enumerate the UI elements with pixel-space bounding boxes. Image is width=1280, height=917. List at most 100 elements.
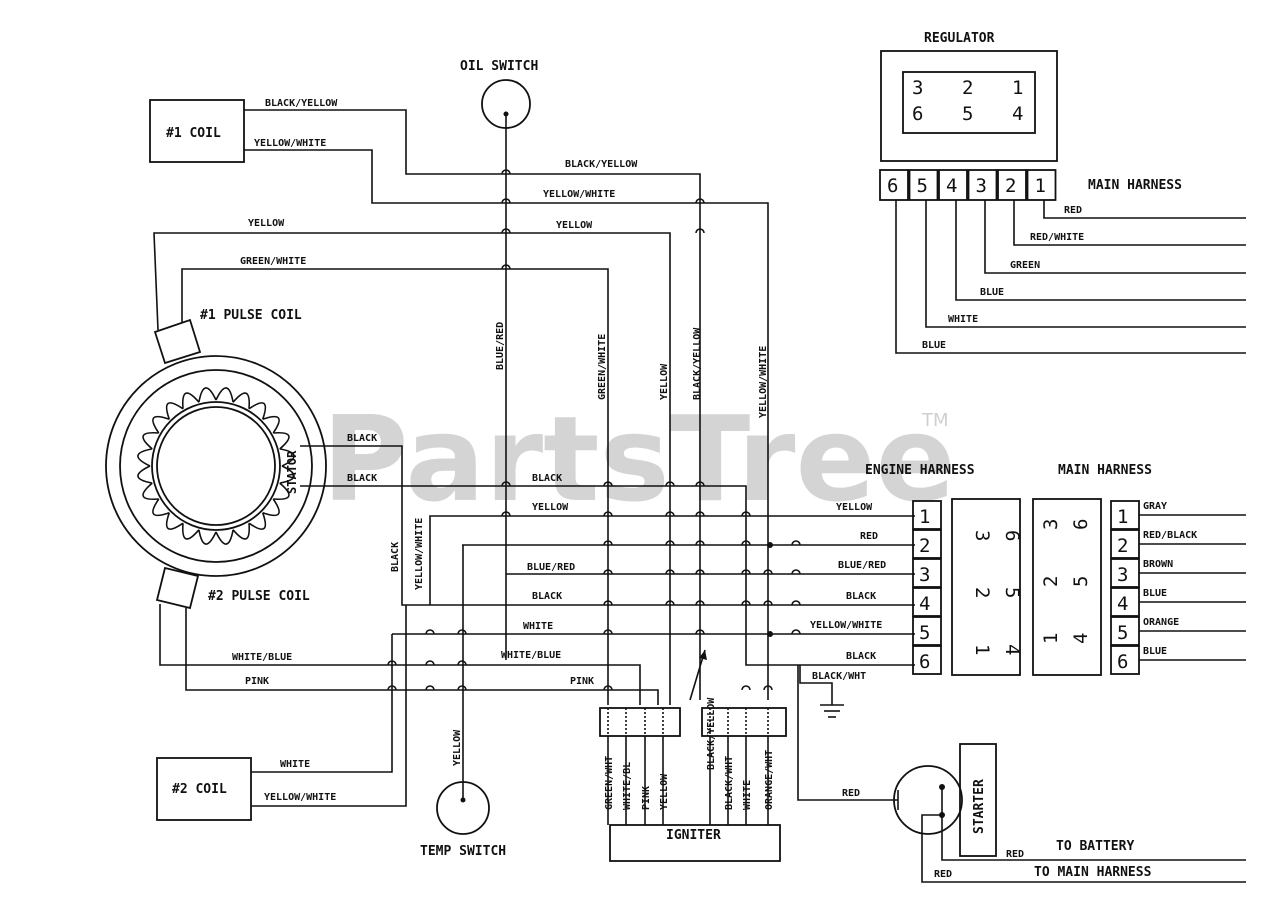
to-battery-label: TO BATTERY <box>1056 839 1134 854</box>
wire-label: BLUE/RED <box>495 322 506 370</box>
wire-hop <box>501 481 511 487</box>
oil-switch-label: OIL SWITCH <box>460 59 538 74</box>
igniter-wire-label: WHITE <box>742 780 753 810</box>
wire-label: PINK <box>245 676 269 687</box>
wire-label: PINK <box>570 676 594 687</box>
wire-label: YELLOW <box>532 502 569 513</box>
regulator-connector-number: 1 <box>1035 175 1046 197</box>
regulator-harness-wire-label: GREEN <box>1010 260 1040 271</box>
regulator-pin: 4 <box>1012 103 1023 125</box>
wire-hop <box>741 600 751 606</box>
igniter-wire-label: ORANGE/WHT <box>764 750 775 810</box>
watermark-tm: TM <box>921 410 949 431</box>
wire-hop <box>763 685 773 691</box>
wire-hop <box>501 264 511 270</box>
stator-winding <box>262 415 280 434</box>
watermark-brand: PartsTree <box>322 390 956 528</box>
stator: STATOR <box>105 355 327 577</box>
regulator-harness-wire-label: RED <box>1064 205 1082 216</box>
regulator-connector-pin <box>1026 169 1057 201</box>
main-harness-pin-number: 3 <box>1117 564 1128 586</box>
regulator-connector-number: 6 <box>887 175 898 197</box>
wire-label: BLACK <box>347 433 377 444</box>
wire-label: YELLOW <box>556 220 593 231</box>
starter: STARTER <box>959 743 997 857</box>
stator-winding <box>181 523 200 540</box>
regulator-connector-number: 2 <box>1005 175 1016 197</box>
wire-hop <box>603 629 613 635</box>
wire-hop <box>603 569 613 575</box>
engine-harness-pin-number: 3 <box>919 564 930 586</box>
junction-dots <box>767 542 773 637</box>
stator-winding <box>142 482 159 501</box>
regulator-harness-wire-label: BLUE <box>922 340 946 351</box>
wire-hop <box>501 511 511 517</box>
wire-hop <box>425 685 435 691</box>
wire-hop <box>695 511 705 517</box>
regulator-connector-number: 5 <box>917 175 928 197</box>
wire-hop <box>665 600 675 606</box>
regulator-connector-pin <box>908 169 939 201</box>
plug-main-number: 5 <box>1070 576 1092 587</box>
wire-label: BLACK <box>347 473 377 484</box>
stator-winding <box>152 415 170 434</box>
wire-hop <box>501 228 511 234</box>
stator-winding <box>248 512 267 530</box>
wire-hop <box>457 685 467 691</box>
plug-engine-number: 2 <box>971 587 993 598</box>
stator-winding <box>198 387 217 403</box>
wire-hop <box>741 511 751 517</box>
wire-label: BLACK/YELLOW <box>265 98 338 109</box>
main-harness-pin-number: 1 <box>1117 506 1128 528</box>
wire-hop <box>665 481 675 487</box>
regulator-connector-number: 4 <box>946 175 957 197</box>
wire-label: YELLOW <box>452 729 463 766</box>
regulator-pin: 3 <box>912 77 923 99</box>
engine-harness-pins: 1YELLOW2RED3BLUE/RED4BLACK5YELLOW/WHITE6… <box>810 500 942 675</box>
regulator-pin: 2 <box>962 77 973 99</box>
wire-hop <box>695 228 705 234</box>
regulator-harness-wire <box>1043 200 1246 219</box>
wire-hop <box>695 481 705 487</box>
main-harness-top-label: MAIN HARNESS <box>1088 178 1182 193</box>
wire-label: BLUE/RED <box>527 562 575 573</box>
wire-label: WHITE/BLUE <box>501 650 561 661</box>
coil-1-label: #1 COIL <box>166 126 221 141</box>
pulse-coil-1: #1 PULSE COIL <box>153 308 302 365</box>
temp-switch: TEMP SWITCH YELLOW <box>420 545 506 859</box>
pulse-coil-2-label: #2 PULSE COIL <box>208 589 310 604</box>
starter-label: STARTER <box>972 779 987 834</box>
main-harness-pin-number: 4 <box>1117 593 1128 615</box>
wire-hop <box>741 569 751 575</box>
wire-hop <box>387 685 397 691</box>
wire-hop <box>791 569 801 575</box>
wire-label: BLACK <box>532 591 562 602</box>
stator-winding <box>215 387 234 403</box>
plug-main-number: 6 <box>1070 519 1092 530</box>
stator-winding <box>273 431 290 450</box>
wire-hop <box>425 629 435 635</box>
engine-harness-pin-number: 4 <box>919 593 930 615</box>
wire-hop <box>665 511 675 517</box>
wire-hop <box>603 600 613 606</box>
regulator-connector-pin <box>879 169 909 201</box>
regulator-connector-pin <box>967 169 998 201</box>
engine-harness-pin <box>912 500 942 530</box>
wire-hop <box>763 569 773 575</box>
stator-winding <box>165 512 184 530</box>
wire-label: RED <box>842 788 860 799</box>
regulator-harness-wire <box>895 200 1246 354</box>
wire-hop <box>741 685 751 691</box>
stator-winding <box>248 402 267 420</box>
regulator-pin: 6 <box>912 103 923 125</box>
main-harness-pin-number: 2 <box>1117 535 1128 557</box>
wire-hop <box>695 569 705 575</box>
igniter-connectors <box>599 707 787 825</box>
